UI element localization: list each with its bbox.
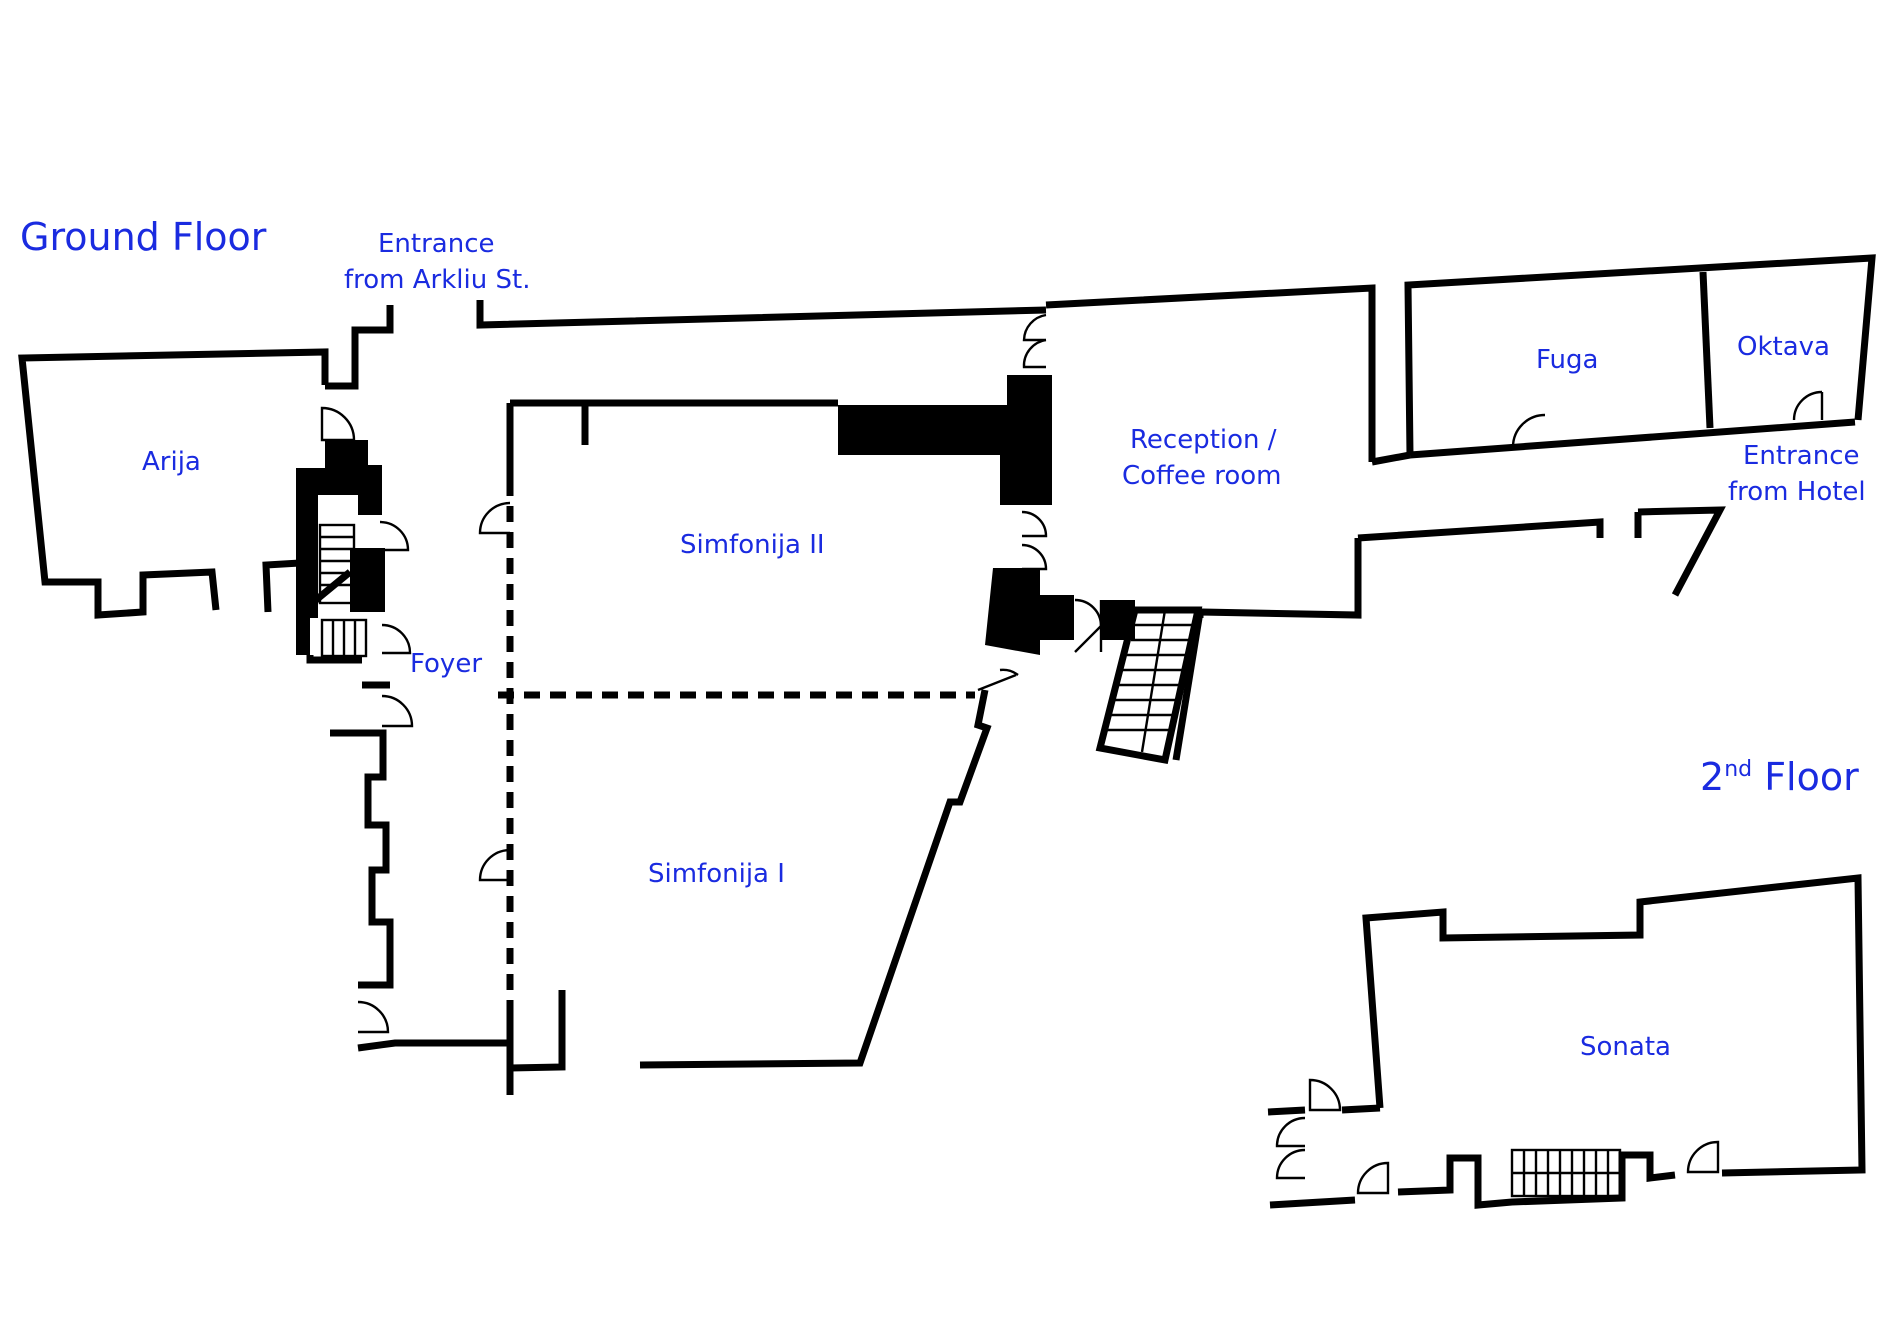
reception-pillars bbox=[838, 375, 1135, 655]
foyer-doors bbox=[320, 406, 414, 1034]
foyer-west-wall bbox=[330, 729, 394, 989]
sonata-doors bbox=[1275, 1078, 1720, 1195]
simfonija-2-label: Simfonija II bbox=[680, 530, 825, 560]
fuga-label: Fuga bbox=[1536, 345, 1598, 375]
reception-stairs bbox=[1095, 606, 1203, 765]
sonata-stairs bbox=[1510, 1148, 1622, 1198]
reception-label-1: Reception / bbox=[1130, 425, 1277, 455]
simfonija-doors bbox=[478, 501, 511, 882]
sonata-label: Sonata bbox=[1580, 1032, 1671, 1062]
simfonija-1-label: Simfonija I bbox=[648, 859, 785, 889]
fuga-oktava-walls bbox=[1404, 254, 1876, 459]
reception-label-2: Coffee room bbox=[1122, 461, 1282, 491]
stair-treads-lower bbox=[320, 618, 368, 658]
entrance-arkliu-label-1: Entrance bbox=[378, 229, 495, 259]
foyer-stair-block bbox=[296, 440, 390, 689]
second-floor-word: Floor bbox=[1752, 755, 1859, 799]
reception-walls bbox=[476, 284, 1726, 761]
fuga-oktava-doors bbox=[1511, 390, 1824, 449]
second-floor-heading: 2nd Floor bbox=[1700, 755, 1859, 799]
simfonija-walls bbox=[505, 399, 992, 1095]
reception-doors bbox=[977, 313, 1103, 692]
stair-treads-upper bbox=[318, 523, 356, 605]
second-floor-number: 2 bbox=[1700, 755, 1724, 799]
oktava-label: Oktava bbox=[1737, 332, 1830, 362]
entrance-hotel-label-2: from Hotel bbox=[1728, 477, 1866, 507]
ground-floor-heading: Ground Floor bbox=[20, 215, 267, 259]
foyer-label: Foyer bbox=[410, 649, 482, 679]
arija-walls bbox=[18, 305, 394, 619]
arija-label: Arija bbox=[142, 447, 201, 477]
second-floor-suffix: nd bbox=[1724, 757, 1752, 782]
foyer-south-wall bbox=[357, 1039, 508, 1052]
sonata-walls bbox=[1267, 874, 1866, 1209]
entrance-arkliu-label-2: from Arkliu St. bbox=[344, 265, 530, 295]
entrance-hotel-label-1: Entrance bbox=[1743, 441, 1860, 471]
